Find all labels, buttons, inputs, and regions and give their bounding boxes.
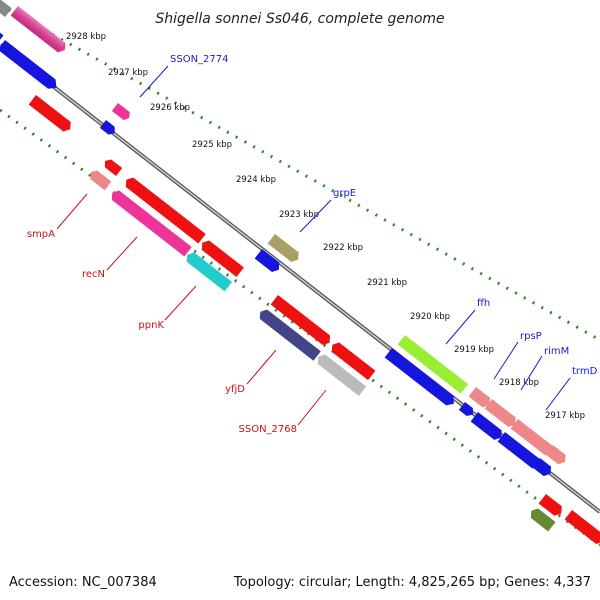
tick-label: 2928 kbp <box>66 32 106 42</box>
gene-feature[interactable] <box>497 432 543 471</box>
gene-feature[interactable] <box>470 412 505 442</box>
gene-feature[interactable] <box>184 250 233 292</box>
tick-label: 2921 kbp <box>367 278 407 288</box>
gene-feature[interactable] <box>10 6 69 55</box>
tick-label: 2919 kbp <box>454 345 494 355</box>
tick-label: 2924 kbp <box>236 175 276 185</box>
gene-feature[interactable] <box>99 120 118 137</box>
gene-feature[interactable] <box>538 494 565 518</box>
reverse-gene-labels: smpA recN ppnK yfjD SSON_2768 <box>27 193 327 435</box>
outer-tick-track <box>0 3 600 342</box>
gene-label-grpe[interactable]: grpE <box>333 188 356 199</box>
gene-feature[interactable] <box>111 103 132 122</box>
gene-feature[interactable] <box>545 445 569 467</box>
gene-feature[interactable] <box>254 249 283 274</box>
accession-label: Accession: NC_007384 <box>9 575 157 590</box>
tick-label: 2923 kbp <box>279 210 319 220</box>
gene-feature[interactable] <box>468 387 493 409</box>
gene-feature[interactable] <box>267 234 302 264</box>
gene-label-smpa[interactable]: smpA <box>27 229 55 240</box>
gene-feature[interactable] <box>0 0 12 17</box>
inner-tick-track <box>0 108 600 547</box>
tick-label: 2925 kbp <box>192 140 232 150</box>
gene-feature[interactable] <box>510 419 556 458</box>
tick-label: 2918 kbp <box>499 378 539 388</box>
gene-label-yfjd[interactable]: yfjD <box>225 384 245 395</box>
gene-feature[interactable] <box>528 506 556 532</box>
gene-label-sson-2774[interactable]: SSON_2774 <box>170 54 229 65</box>
gene-feature[interactable] <box>384 348 458 408</box>
gene-feature[interactable] <box>458 402 476 418</box>
tick-label: 2920 kbp <box>410 312 450 322</box>
forward-gene-labels: SSON_2774 grpE ffh rpsP rimM trmD <box>139 54 598 411</box>
gene-label-trmd[interactable]: trmD <box>572 366 598 377</box>
gene-feature[interactable] <box>109 188 192 257</box>
gene-features <box>0 0 600 546</box>
gene-label-rimm[interactable]: rimM <box>544 346 569 357</box>
gene-label-ppnk[interactable]: ppnK <box>138 320 164 331</box>
gene-label-recn[interactable]: recN <box>82 269 105 280</box>
gene-feature[interactable] <box>315 352 367 396</box>
gene-feature[interactable] <box>0 40 60 92</box>
gene-feature[interactable] <box>484 399 519 429</box>
gene-feature[interactable] <box>0 28 4 42</box>
tick-label: 2927 kbp <box>108 68 148 78</box>
tick-label: 2922 kbp <box>323 243 363 253</box>
gene-feature[interactable] <box>87 168 112 191</box>
gene-feature[interactable] <box>28 95 74 134</box>
gene-feature[interactable] <box>564 510 600 546</box>
gene-feature[interactable] <box>397 335 469 394</box>
tick-label: 2917 kbp <box>545 411 585 421</box>
gene-feature[interactable] <box>123 175 206 244</box>
topology-label: Topology: circular; Length: 4,825,265 bp… <box>233 575 591 590</box>
gene-feature[interactable] <box>257 307 321 361</box>
tick-labels: 2928 kbp 2927 kbp 2926 kbp 2925 kbp 2924… <box>66 32 585 421</box>
gene-label-sson-2768[interactable]: SSON_2768 <box>239 424 298 435</box>
gene-label-ffh[interactable]: ffh <box>477 298 490 309</box>
gene-feature[interactable] <box>270 295 334 347</box>
gene-label-rpsp[interactable]: rpsP <box>520 331 542 342</box>
gene-feature[interactable] <box>532 458 555 479</box>
gene-feature[interactable] <box>199 238 244 277</box>
gene-feature[interactable] <box>329 340 376 381</box>
tick-label: 2926 kbp <box>150 103 190 113</box>
gene-feature[interactable] <box>102 157 123 176</box>
page-title: Shigella sonnei Ss046, complete genome <box>155 11 444 27</box>
